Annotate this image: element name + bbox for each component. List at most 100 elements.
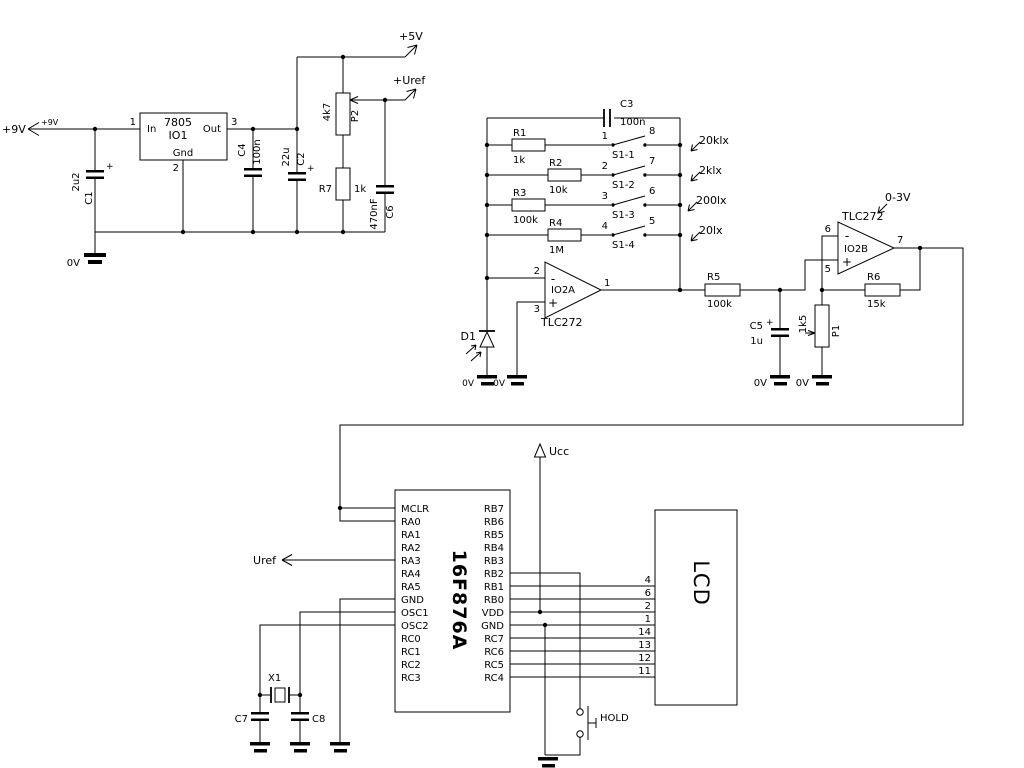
v9-label: +9V [2,123,26,136]
c4-name: C4 [237,143,248,156]
lcd-pin-2: 2 [645,601,651,612]
capacitor-c3: C3 100n [603,99,645,128]
pin-ra5: RA5 [401,582,421,593]
io2b-pin5: 5 [825,264,831,275]
io2b-part: TLC272 [841,210,884,223]
io2b-plus: + [842,255,852,269]
pin-rc6: RC6 [484,647,504,658]
capacitor-c5: + C5 1u [750,318,789,347]
lcd-pin-12: 12 [638,653,651,664]
c3-value: 100n [620,117,645,128]
c2-polarity: + [307,164,315,174]
lcd-pin-13: 13 [638,640,651,651]
r1-body [511,138,546,152]
pin-rb1: RB1 [484,582,504,593]
s1-3-pin-right: 6 [649,186,655,197]
io2a-pin1: 1 [604,278,610,289]
gnd-label: 0V [493,379,506,389]
d1-triangle [479,330,495,348]
mcu-16f876a: 16F876A MCLR RA0 RA1 RA2 RA3 RA4 RA5 GND… [394,489,511,713]
ground-symbol-p1: 0V [796,375,832,389]
s1-4-blade [612,225,646,236]
d1-light-arrows-icon [465,344,482,362]
s1-3-pin-left: 3 [602,191,608,202]
pin-rc4: RC4 [484,673,504,684]
capacitor-c2: + 22u C2 [281,147,315,181]
capacitor-c4: C4 100n [237,139,263,177]
lcd-body [654,509,738,706]
range-200lx: 200lx [696,194,727,207]
regulator-pin-out: Out [203,124,221,135]
range-arrow-icon [690,231,701,242]
io2b-pin6: 6 [825,224,831,235]
s1-2-pin-right: 7 [649,156,655,167]
hold-label: HOLD [600,713,629,724]
p1-name: P1 [831,325,842,337]
r3-value: 100k [513,215,538,226]
io2a-part: TLC272 [540,316,583,329]
r4-value: 1M [549,245,564,256]
v5-arrow-icon [404,44,418,58]
capacitor-c7: C7 [235,712,269,725]
c4-plate [244,174,262,177]
lcd-pin-1: 1 [645,614,651,625]
r6-body [864,283,901,297]
d1-name: D1 [461,330,476,343]
r3-name: R3 [513,188,526,199]
c2-plate [288,172,306,175]
r2-body [547,168,582,182]
range-arrow-icon [690,171,701,182]
range-annotations: 20klx 2klx 200lx 20lx [687,134,729,242]
opamp-io2a: - + IO2A TLC272 2 3 1 [534,261,610,329]
pin-osc2: OSC2 [401,621,429,632]
pin-ra4: RA4 [401,569,421,580]
lcd-pin-14: 14 [638,627,651,638]
ucc-supply: Ucc [533,442,569,458]
amp-junction-dots [484,142,923,293]
gnd-bar [84,253,106,257]
capacitor-c8: C8 [291,712,325,725]
io2a-minus: - [551,272,555,286]
c3-plates [603,109,611,127]
p2-wiper-arrow-icon [349,96,359,104]
gnd-label: 0V [754,378,767,389]
lcd-pin-4: 4 [645,575,651,586]
r3-body [511,198,546,212]
resistor-r2: R2 10k [547,158,582,196]
s1-3-label: S1-3 [612,210,635,221]
range-2klx: 2klx [699,164,722,177]
power-junction-dots [92,54,388,235]
r2-value: 10k [549,185,568,196]
switch-s1-2: 2 7 S1-2 [602,156,656,191]
pin-ra1: RA1 [401,530,421,541]
regulator-ref: IO1 [169,129,188,142]
gnd-label: 0V [796,378,809,389]
c6-value: 470nF [369,198,380,229]
pin-rc2: RC2 [401,660,421,671]
potentiometer-p2: 4k7 P2 [322,92,361,136]
pin-rc0: RC0 [401,634,421,645]
r7-body [335,167,351,201]
c5-value: 1u [750,336,763,347]
c5-polarity: + [766,318,774,328]
c6-plate [376,185,394,188]
crystal-x1: X1 [268,673,290,703]
c6-plate [376,191,394,194]
lcd-pin-11: 11 [638,666,651,677]
pin-osc1: OSC1 [401,608,429,619]
mcu-part-label: 16F876A [448,550,470,651]
output-arrow-icon [877,203,888,214]
c2-name: C2 [296,152,307,165]
uref-arrow-icon [404,88,417,101]
power-wires [28,56,405,253]
range-20klx: 20klx [699,134,729,147]
pin-rb3: RB3 [484,556,504,567]
r6-name: R6 [867,272,880,283]
amplifier-section: C3 100n R1 1k R2 10k R3 100k R4 1M 1 [461,99,923,389]
resistor-r5: R5 100k [704,272,741,310]
mcu-section: Uref Ucc 16F876A MCLR RA0 RA1 RA2 RA3 RA… [235,247,964,768]
regulator-name: 7805 [164,116,192,129]
c5-plate [771,328,789,331]
mcu-junction-dots [257,505,548,698]
pin-rb7: RB7 [484,504,504,515]
